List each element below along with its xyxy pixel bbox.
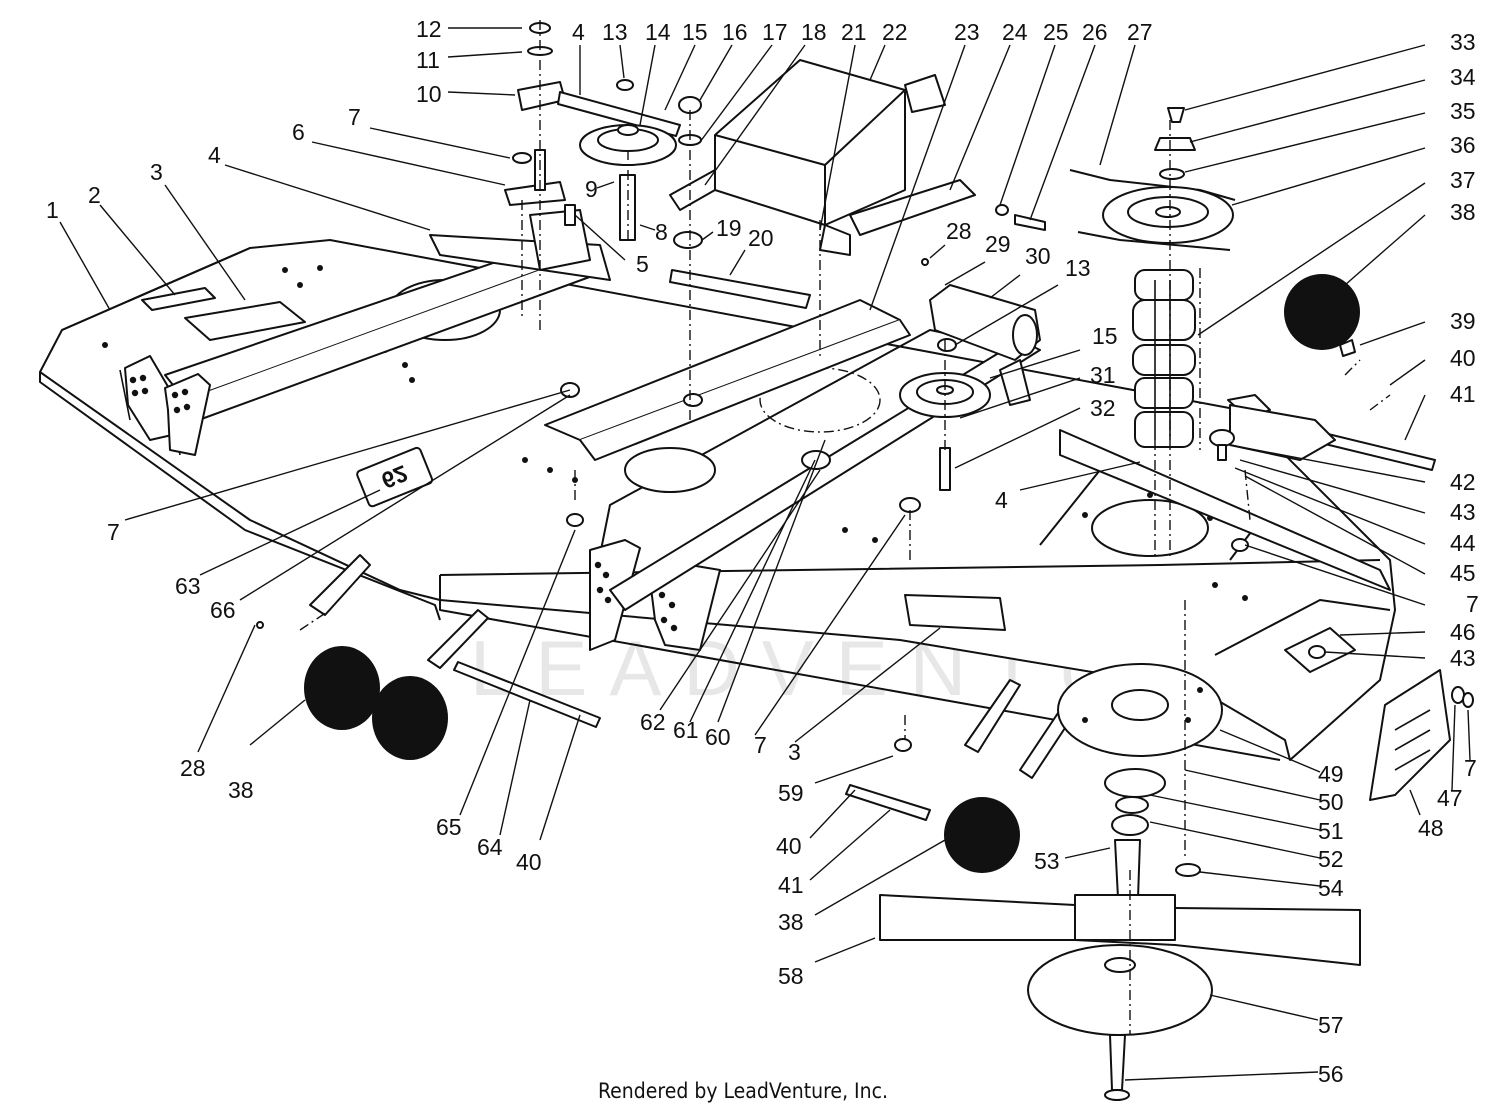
callout-62: 62 <box>640 709 666 735</box>
callout-4-right: 4 <box>995 487 1008 513</box>
callout-27: 27 <box>1127 19 1153 45</box>
callout-1: 1 <box>46 197 59 223</box>
callout-18: 18 <box>801 19 827 45</box>
discharge-deflector <box>1369 669 1474 801</box>
callout-47: 47 <box>1437 785 1463 811</box>
callout-39: 39 <box>1450 308 1476 334</box>
gearbox <box>669 59 976 256</box>
callout-34: 34 <box>1450 64 1476 90</box>
callout-57: 57 <box>1318 1012 1344 1038</box>
callout-7-center: 7 <box>754 732 767 758</box>
callout-61: 61 <box>673 717 699 743</box>
callout-54: 54 <box>1318 875 1344 901</box>
callout-9: 9 <box>585 176 598 202</box>
callout-44: 44 <box>1450 530 1476 556</box>
callout-56: 56 <box>1318 1061 1344 1087</box>
callout-40-lower: 40 <box>776 833 802 859</box>
callout-10: 10 <box>416 81 442 107</box>
footer-credit: Rendered by LeadVenture, Inc. <box>598 1079 888 1103</box>
callout-33: 33 <box>1450 29 1476 55</box>
callout-7-top: 7 <box>348 104 361 130</box>
callout-35: 35 <box>1450 98 1476 124</box>
callout-3-left: 3 <box>150 159 163 185</box>
callout-49: 49 <box>1318 761 1344 787</box>
callout-5: 5 <box>636 251 649 277</box>
callout-15-right: 15 <box>1092 323 1118 349</box>
callout-41-lower: 41 <box>778 872 804 898</box>
callout-26: 26 <box>1082 19 1108 45</box>
right-wheel-bracket <box>1209 339 1356 461</box>
callout-7-deflector: 7 <box>1464 755 1477 781</box>
callout-20: 20 <box>748 225 774 251</box>
callout-13-right: 13 <box>1065 255 1091 281</box>
callout-25: 25 <box>1043 19 1069 45</box>
callout-63: 63 <box>175 573 201 599</box>
tension-spring <box>929 284 1041 361</box>
callout-7: 7 <box>1466 591 1479 617</box>
lower-spindle <box>1057 663 1223 899</box>
callout-21: 21 <box>841 19 867 45</box>
callout-4-left: 4 <box>208 142 221 168</box>
anti-scalp-wheels <box>304 274 1360 873</box>
callout-23: 23 <box>954 19 980 45</box>
hardware <box>256 204 1326 752</box>
callout-labels: 12 11 10 4 13 14 15 16 17 18 21 22 23 24… <box>46 16 1479 1087</box>
callout-38: 38 <box>1450 199 1476 225</box>
callout-58: 58 <box>778 963 804 989</box>
axles <box>453 433 1436 821</box>
callout-53: 53 <box>1034 848 1060 874</box>
callout-51: 51 <box>1318 818 1344 844</box>
callout-60: 60 <box>705 724 731 750</box>
callout-28-top: 28 <box>946 218 972 244</box>
callout-4: 4 <box>572 19 585 45</box>
callout-43: 43 <box>1450 499 1476 525</box>
callout-42: 42 <box>1450 469 1476 495</box>
callout-36: 36 <box>1450 132 1476 158</box>
callout-2: 2 <box>88 182 101 208</box>
callout-24: 24 <box>1002 19 1028 45</box>
callout-11: 11 <box>416 47 440 73</box>
callout-29: 29 <box>985 231 1011 257</box>
callout-15: 15 <box>682 19 708 45</box>
callout-40-left: 40 <box>516 849 542 875</box>
callout-7-left: 7 <box>107 519 120 545</box>
callout-66: 66 <box>210 597 236 623</box>
callout-19: 19 <box>716 215 742 241</box>
leader-lines <box>59 27 1471 1081</box>
callout-12: 12 <box>416 16 442 42</box>
callout-6: 6 <box>292 119 305 145</box>
callout-37: 37 <box>1450 167 1476 193</box>
callout-14: 14 <box>645 19 671 45</box>
callout-45: 45 <box>1450 560 1476 586</box>
spindle-pulley-stack <box>1069 107 1236 448</box>
callout-22: 22 <box>882 19 908 45</box>
alignment-lines <box>299 20 1391 1035</box>
callout-30: 30 <box>1025 243 1051 269</box>
callout-52: 52 <box>1318 846 1344 872</box>
callout-41: 41 <box>1450 381 1476 407</box>
callout-48: 48 <box>1418 815 1444 841</box>
callout-65: 65 <box>436 814 462 840</box>
idler-assembly <box>504 22 811 309</box>
callout-38-blade: 38 <box>778 909 804 935</box>
callout-64: 64 <box>477 834 503 860</box>
callout-28-left: 28 <box>180 755 206 781</box>
callout-46: 46 <box>1450 619 1476 645</box>
mower-blade <box>879 894 1361 1101</box>
callout-31: 31 <box>1090 362 1116 388</box>
callout-43-lower: 43 <box>1450 645 1476 671</box>
callout-40: 40 <box>1450 345 1476 371</box>
callout-13: 13 <box>602 19 628 45</box>
callout-3: 3 <box>788 739 801 765</box>
callout-32: 32 <box>1090 395 1116 421</box>
callout-8: 8 <box>655 219 668 245</box>
callout-38-left: 38 <box>228 777 254 803</box>
callout-50: 50 <box>1318 789 1344 815</box>
callout-59: 59 <box>778 780 804 806</box>
callout-17: 17 <box>762 19 788 45</box>
callout-16: 16 <box>722 19 748 45</box>
